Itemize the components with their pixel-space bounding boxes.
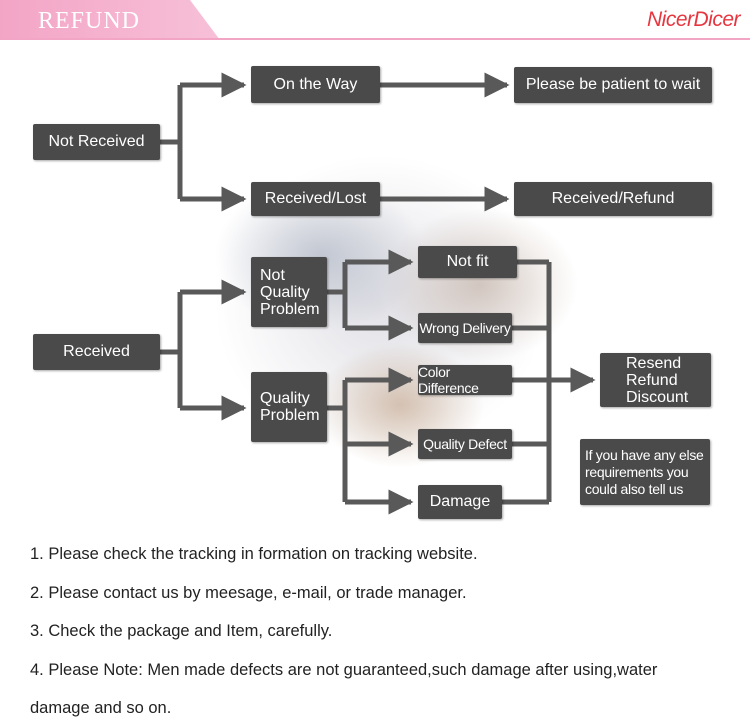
- color-difference-label: Color Difference: [418, 364, 479, 396]
- not-fit-label: Not fit: [446, 253, 489, 270]
- resend-refund-discount-box: Resend Refund Discount: [600, 353, 711, 407]
- else-line-2: requirements you: [585, 463, 689, 480]
- quality-defect-label: Quality Defect: [423, 436, 507, 452]
- quality-problem-box: Quality Problem: [251, 372, 327, 442]
- received-refund-box: Received/Refund: [514, 182, 712, 216]
- note-4-continued: damage and so on.: [30, 699, 172, 717]
- damage-box: Damage: [418, 485, 502, 519]
- resend-line-1: Resend: [626, 354, 682, 372]
- else-line-1: If you have any else: [585, 446, 704, 463]
- quality-line-2: Problem: [260, 407, 320, 424]
- header-divider: [0, 38, 750, 40]
- wrong-delivery-label: Wrong Delivery: [419, 320, 511, 336]
- handshake-background-image: [180, 85, 590, 495]
- wrong-delivery-box: Wrong Delivery: [418, 313, 512, 343]
- resend-line-3: Discount: [626, 388, 689, 406]
- received-lost-box: Received/Lost: [251, 182, 380, 216]
- received-refund-label: Received/Refund: [551, 190, 675, 207]
- not-quality-line-2: Quality: [260, 283, 310, 301]
- page-title: REFUND: [38, 8, 141, 34]
- refund-notes: 1. Please check the tracking in formatio…: [30, 535, 740, 728]
- else-requirements-box: If you have any else requirements you co…: [580, 439, 710, 505]
- not-quality-problem-box: Not Quality Problem: [251, 257, 327, 327]
- received-label: Received: [63, 343, 130, 360]
- note-4: 4. Please Note: Men made defects are not…: [30, 660, 658, 679]
- not-received-label: Not Received: [48, 133, 145, 150]
- not-received-box: Not Received: [33, 124, 160, 160]
- header-tab: [0, 0, 220, 40]
- on-the-way-label: On the Way: [273, 75, 358, 93]
- brand-logo: NicerDicer: [646, 8, 741, 31]
- not-quality-line-3: Problem: [260, 300, 320, 318]
- not-fit-box: Not fit: [418, 246, 517, 278]
- else-line-3: could also tell us: [585, 480, 684, 497]
- received-lost-label: Received/Lost: [264, 190, 367, 207]
- quality-line-1: Quality: [260, 390, 310, 407]
- note-2: 2. Please contact us by meesage, e-mail,…: [30, 583, 467, 602]
- color-difference-box: Color Difference: [418, 364, 512, 396]
- damage-label: Damage: [429, 493, 491, 510]
- not-quality-line-1: Not: [260, 266, 285, 284]
- received-box: Received: [33, 334, 160, 370]
- patient-label: Please be patient to wait: [525, 76, 701, 93]
- resend-line-2: Refund: [626, 371, 678, 389]
- patient-box: Please be patient to wait: [514, 67, 712, 103]
- note-3: 3. Check the package and Item, carefully…: [30, 622, 333, 640]
- on-the-way-box: On the Way: [251, 66, 380, 103]
- header-bar: REFUND NicerDicer: [0, 0, 750, 40]
- note-1: 1. Please check the tracking in formatio…: [30, 545, 478, 563]
- quality-defect-box: Quality Defect: [418, 429, 512, 459]
